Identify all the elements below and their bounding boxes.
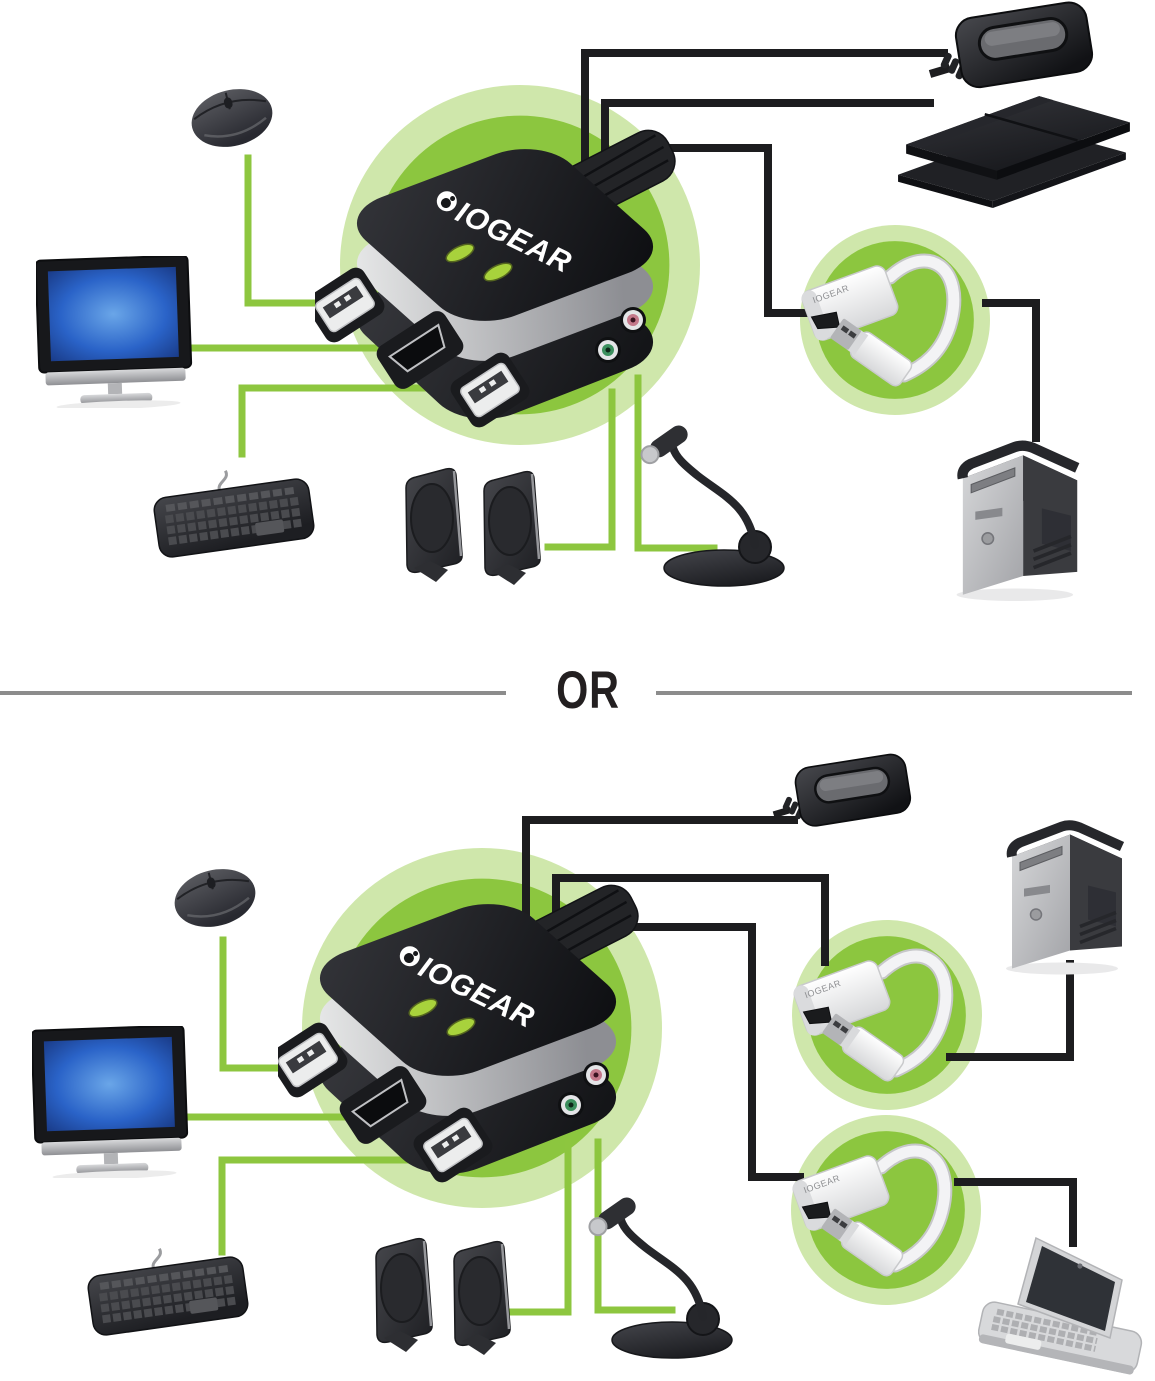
cable-adapter1-to-tower bbox=[946, 960, 1074, 1061]
cable-kvm-to-adapter1 bbox=[552, 874, 829, 966]
desktop-computer-icon bbox=[946, 420, 1092, 602]
speakers-icon bbox=[388, 456, 550, 598]
kvm-switch bbox=[315, 120, 695, 450]
cable-keyboard-to-kvm bbox=[218, 1156, 457, 1256]
mouse-icon bbox=[168, 860, 263, 932]
displayport-adapter bbox=[792, 920, 982, 1110]
microphone-icon bbox=[576, 1192, 740, 1364]
speakers-icon bbox=[358, 1226, 520, 1368]
cable-kvm-to-remote bbox=[581, 49, 948, 174]
keyboard-icon bbox=[150, 468, 318, 568]
displayport-adapter bbox=[791, 1115, 981, 1305]
cable-mic-to-kvm bbox=[594, 1138, 676, 1314]
monitor-icon bbox=[36, 256, 196, 408]
divider-line-right bbox=[656, 691, 1132, 695]
cable-adapter-to-tower bbox=[982, 299, 1040, 442]
game-console-icon bbox=[896, 82, 1138, 208]
cable-kvm-to-remote bbox=[522, 816, 798, 928]
or-label: OR bbox=[556, 659, 620, 720]
keyboard-icon bbox=[84, 1246, 252, 1346]
cable-mic-to-kvm bbox=[634, 374, 718, 552]
mouse-icon bbox=[185, 80, 280, 152]
cable-keyboard-to-kvm bbox=[238, 384, 494, 458]
desktop-computer-icon bbox=[996, 800, 1136, 976]
remote-switch-button bbox=[772, 752, 922, 837]
displayport-adapter bbox=[800, 225, 990, 415]
cable-mouse-to-kvm bbox=[244, 154, 348, 307]
laptop-icon bbox=[978, 1232, 1146, 1381]
kvm-switch bbox=[278, 875, 658, 1205]
cable-speakers-to-kvm bbox=[544, 388, 616, 551]
cable-speakers-to-kvm bbox=[501, 1138, 572, 1316]
divider-line-left bbox=[0, 691, 506, 695]
cable-adapter2-to-laptop bbox=[954, 1178, 1077, 1247]
monitor-icon bbox=[32, 1026, 192, 1178]
